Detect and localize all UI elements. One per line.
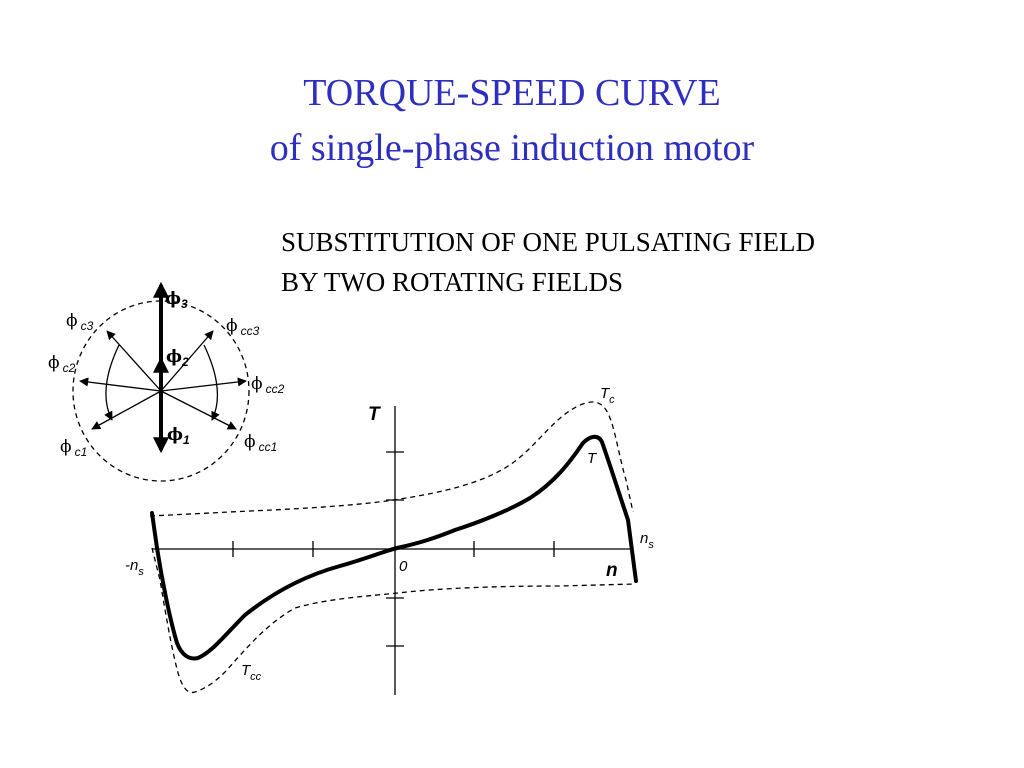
rotation-arc-right (203, 344, 220, 421)
neg-sync-speed-label: -ns (125, 557, 144, 578)
phasor-c3-arrow (106, 330, 162, 392)
label-phi1: ϕ1 (167, 425, 190, 447)
sync-speed-label: ns (640, 530, 654, 551)
tc-label: Tc (600, 385, 615, 406)
rotation-arc-left (104, 344, 120, 421)
t-label: T (587, 450, 598, 467)
phasor-cc2-arrow (160, 377, 247, 392)
tcc-label: Tcc (241, 662, 262, 683)
n-axis-ticks (232, 541, 555, 557)
label-phi2: ϕ2 (166, 347, 189, 369)
subtitle-line-2: BY TWO ROTATING FIELDS (281, 267, 624, 297)
t-axis-label: T (368, 404, 381, 425)
phasor-cc3-arrow (160, 330, 214, 392)
phasor-c2-arrow (79, 377, 162, 392)
tcc-curve (151, 547, 636, 694)
label-phi3: ϕ3 (165, 289, 188, 311)
t-axis-ticks (386, 451, 404, 647)
title-line-1: TORQUE-SPEED CURVE (303, 72, 721, 114)
n-axis-label: n (606, 560, 618, 581)
origin-label: 0 (399, 558, 408, 575)
phasor-cc1-arrow (160, 390, 237, 430)
phasor-c1-arrow (91, 390, 162, 430)
subtitle-line-1: SUBSTITUTION OF ONE PULSATING FIELD (281, 227, 816, 257)
torque-speed-graph: T n 0 -ns ns Tc T Tcc (125, 385, 654, 695)
t-curve (150, 434, 638, 661)
title-line-2: of single-phase induction motor (269, 127, 755, 169)
tc-curve (149, 401, 634, 517)
